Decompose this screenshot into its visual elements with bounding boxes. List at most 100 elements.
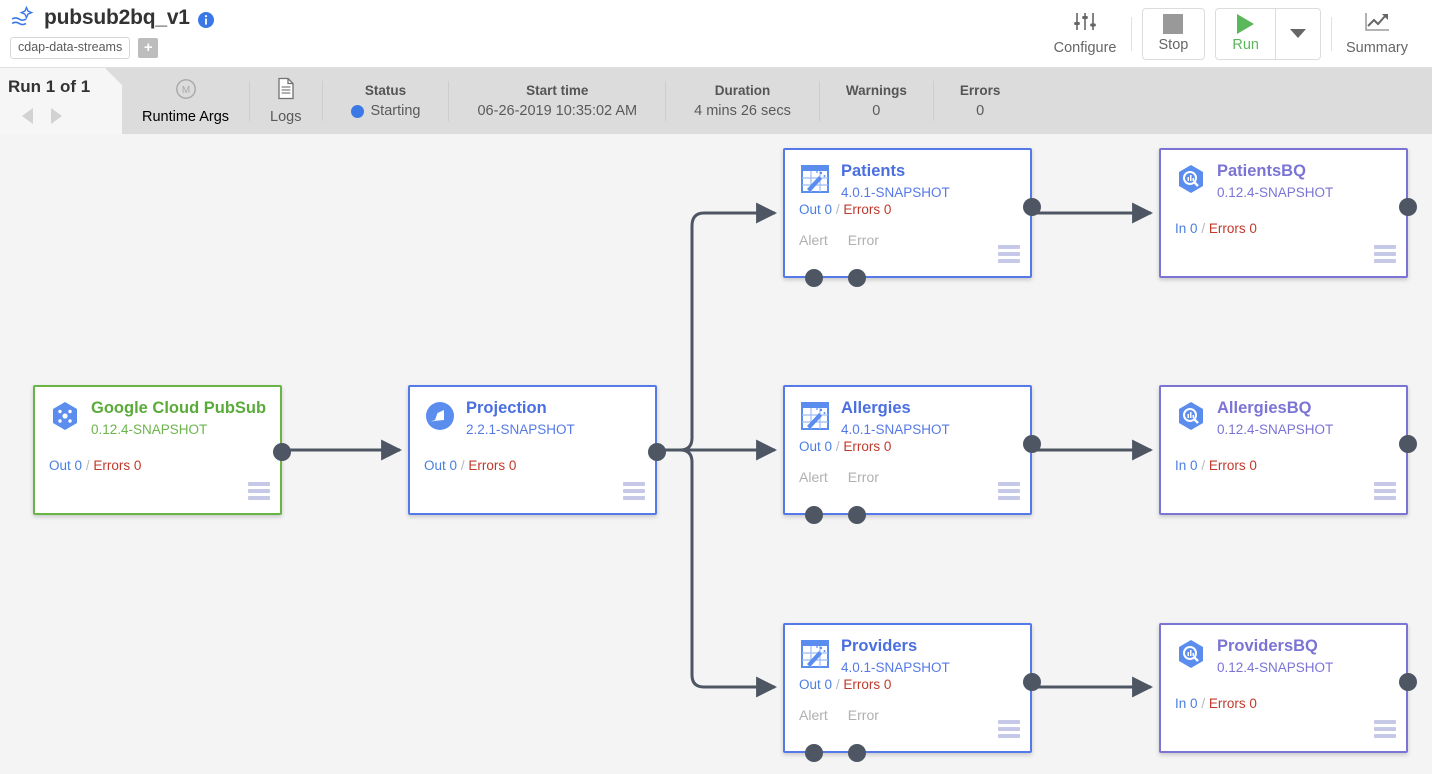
node-output-port[interactable]: [1023, 198, 1041, 216]
metric-out-label: Out: [799, 202, 821, 217]
wire-projection-providers: [657, 448, 778, 698]
node-output-port[interactable]: [648, 443, 666, 461]
page-title: pubsub2bq_v1: [44, 6, 190, 29]
node-alert-port[interactable]: [805, 744, 823, 762]
triangle-left-icon[interactable]: [22, 108, 33, 124]
run-dropdown-button[interactable]: [1276, 9, 1320, 59]
node-menu-icon[interactable]: [623, 482, 645, 503]
node-error-port[interactable]: [848, 269, 866, 287]
node-error-port[interactable]: [848, 506, 866, 524]
pipeline-node-allergiesbq[interactable]: AllergiesBQ 0.12.4-SNAPSHOT In 0 / Error…: [1159, 385, 1417, 515]
metric-out-label: Out: [799, 439, 821, 454]
node-metrics: Out 0 / Errors 0: [49, 458, 141, 473]
warnings-value: 0: [872, 103, 881, 119]
metric-errors-value: 0: [1249, 458, 1257, 473]
info-icon[interactable]: [197, 9, 214, 28]
pipeline-node-patients[interactable]: Patients 4.0.1-SNAPSHOT Out 0 / Errors 0…: [783, 148, 1041, 287]
duration-value: 4 mins 26 secs: [694, 103, 791, 119]
metric-errors-label: Errors: [1208, 221, 1246, 236]
pipeline-node-pubsub[interactable]: Google Cloud PubSub 0.12.4-SNAPSHOT Out …: [33, 385, 291, 515]
wrangler-icon: [799, 163, 831, 195]
metric-out-value: 0: [449, 458, 458, 473]
status-header: Status: [364, 83, 407, 98]
stop-label: Stop: [1158, 37, 1189, 53]
node-metrics: Out 0 / Errors 0: [799, 677, 891, 692]
run-divider-5: [818, 81, 820, 121]
svg-text:M: M: [181, 85, 189, 96]
connection-wires: [282, 202, 1154, 698]
node-metrics: Out 0 / Errors 0: [424, 458, 516, 473]
node-output-port[interactable]: [1399, 198, 1417, 216]
metric-separator: /: [85, 458, 90, 473]
warnings-header: Warnings: [845, 83, 907, 98]
runtime-args-button[interactable]: M Runtime Args: [122, 68, 249, 134]
triangle-right-icon[interactable]: [51, 108, 62, 124]
pipeline-canvas[interactable]: Google Cloud PubSub 0.12.4-SNAPSHOT Out …: [0, 134, 1432, 774]
stop-button[interactable]: Stop: [1141, 7, 1206, 60]
google-pubsub-icon: [49, 400, 81, 432]
node-menu-icon[interactable]: [998, 245, 1020, 266]
metric-in-label: In: [1175, 458, 1187, 473]
node-alert-port[interactable]: [805, 269, 823, 287]
pipeline-node-projection[interactable]: Projection 2.2.1-SNAPSHOT Out 0 / Errors…: [408, 385, 666, 515]
node-output-port[interactable]: [1023, 435, 1041, 453]
configure-button[interactable]: Configure: [1040, 0, 1131, 67]
node-port-labels: Alert Error: [799, 469, 879, 485]
add-tag-button[interactable]: +: [138, 38, 159, 58]
metric-errors-value: 0: [883, 439, 892, 454]
pipeline-node-patientsbq[interactable]: PatientsBQ 0.12.4-SNAPSHOT In 0 / Errors…: [1159, 148, 1417, 278]
metric-errors-value: 0: [508, 458, 517, 473]
node-name: Google Cloud PubSub: [91, 399, 267, 417]
node-menu-icon[interactable]: [1374, 245, 1396, 266]
metric-errors-value: 0: [133, 458, 142, 473]
metric-in-label: In: [1175, 696, 1187, 711]
run-button-group: Run: [1215, 7, 1321, 60]
metric-errors-label: Errors: [93, 458, 131, 473]
node-name: Projection: [466, 399, 547, 417]
node-output-port[interactable]: [1399, 435, 1417, 453]
node-version: 2.2.1-SNAPSHOT: [466, 422, 575, 437]
node-menu-icon[interactable]: [1374, 482, 1396, 503]
chevron-down-icon: [1289, 29, 1306, 38]
node-alert-port[interactable]: [805, 506, 823, 524]
pipeline-node-providersbq[interactable]: ProvidersBQ 0.12.4-SNAPSHOT In 0 / Error…: [1159, 623, 1417, 753]
node-output-port[interactable]: [273, 443, 291, 461]
run-status-bar: Run 1 of 1 M Runtime Args: [0, 68, 1432, 134]
metric-out-value: 0: [824, 677, 833, 692]
port-label-error: Error: [847, 469, 879, 485]
node-name: PatientsBQ: [1217, 162, 1306, 180]
toolbar: Configure Stop Run: [1040, 0, 1432, 67]
node-output-port[interactable]: [1023, 673, 1041, 691]
wrangler-icon: [799, 638, 831, 670]
metric-out-value: 0: [824, 202, 833, 217]
wrangler-icon: [799, 400, 831, 432]
metric-out-label: Out: [799, 677, 821, 692]
top-bar: pubsub2bq_v1 cdap-data-streams +: [0, 0, 1432, 68]
pipeline-node-providers[interactable]: Providers 4.0.1-SNAPSHOT Out 0 / Errors …: [783, 623, 1041, 762]
logs-button[interactable]: Logs: [250, 68, 321, 134]
start-time-value: 06-26-2019 10:35:02 AM: [477, 103, 638, 119]
metric-in-value: 0: [1190, 696, 1198, 711]
run-button[interactable]: Run: [1216, 9, 1275, 59]
node-menu-icon[interactable]: [998, 720, 1020, 741]
start-time-header: Start time: [526, 83, 589, 98]
node-version: 4.0.1-SNAPSHOT: [841, 422, 950, 437]
errors-stat: Errors 0: [934, 68, 1027, 134]
pipeline-tag[interactable]: cdap-data-streams: [10, 37, 131, 59]
wire-projection-patients: [657, 202, 778, 452]
run-divider-4: [665, 81, 667, 121]
node-menu-icon[interactable]: [1374, 720, 1396, 741]
toolbar-divider-2: [1330, 16, 1332, 51]
pipeline-title-group: pubsub2bq_v1: [10, 5, 214, 31]
metric-errors-label: Errors: [1208, 458, 1246, 473]
node-output-port[interactable]: [1399, 673, 1417, 691]
pipeline-node-allergies[interactable]: Allergies 4.0.1-SNAPSHOT Out 0 / Errors …: [783, 385, 1041, 524]
summary-button[interactable]: Summary: [1332, 0, 1432, 67]
node-metrics: Out 0 / Errors 0: [799, 202, 891, 217]
node-menu-icon[interactable]: [248, 482, 270, 503]
summary-label: Summary: [1345, 40, 1408, 56]
node-error-port[interactable]: [848, 744, 866, 762]
node-metrics: In 0 / Errors 0: [1175, 696, 1257, 711]
node-menu-icon[interactable]: [998, 482, 1020, 503]
tag-row: cdap-data-streams +: [10, 37, 159, 59]
